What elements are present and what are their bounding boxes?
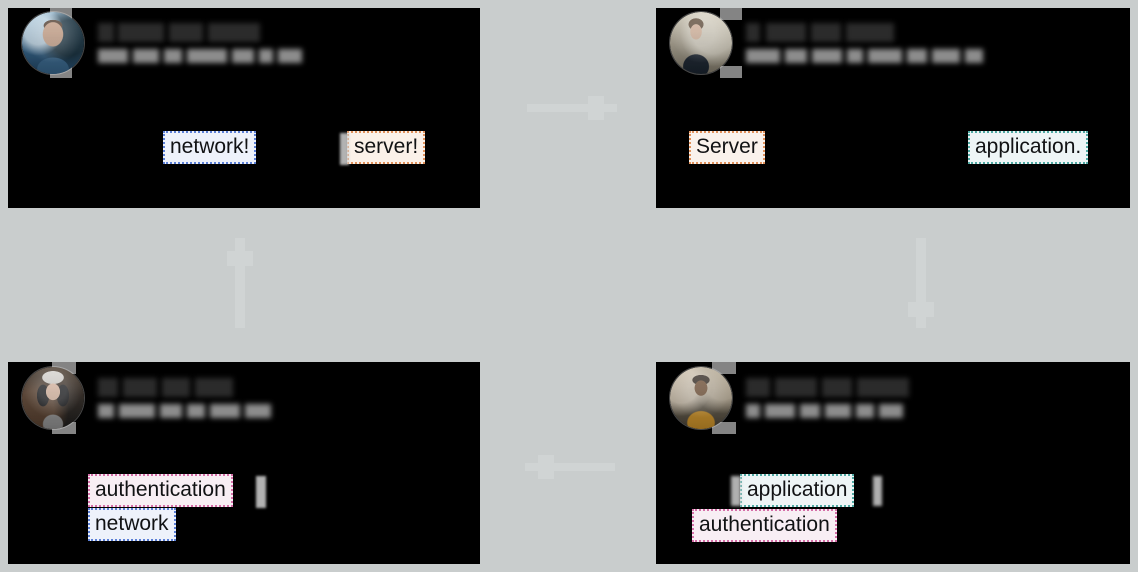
panel-bottom-left-identity <box>98 378 271 418</box>
redaction-block <box>731 476 741 506</box>
panel-bottom-left-body <box>8 440 480 564</box>
panel-bottom-left-header <box>8 362 480 434</box>
panel-top-right-identity <box>746 23 983 63</box>
panel-bottom-right-header <box>656 362 1130 434</box>
avatar-shade <box>22 367 84 429</box>
keyword-chip[interactable]: authentication <box>88 474 233 508</box>
arrow-down-icon <box>908 238 934 328</box>
redaction-block <box>712 422 736 434</box>
avatar <box>670 367 732 429</box>
redaction-block <box>340 133 349 165</box>
keyword-chip[interactable]: authentication <box>692 509 837 543</box>
keyword-chip[interactable]: network <box>88 508 176 542</box>
panel-top-right-header <box>656 8 1130 78</box>
redaction-block <box>873 476 882 506</box>
avatar <box>22 367 84 429</box>
sender-name-redacted <box>98 378 271 397</box>
redaction-block <box>256 476 266 508</box>
keyword-chip[interactable]: Server <box>689 131 765 165</box>
panel-bottom-left[interactable] <box>8 362 480 564</box>
redaction-block <box>720 66 742 78</box>
avatar-face <box>670 12 732 74</box>
panel-bottom-right-identity <box>746 378 909 418</box>
keyword-chip[interactable]: server! <box>347 131 426 165</box>
keyword-chip[interactable]: application. <box>968 131 1089 165</box>
sender-name-redacted <box>746 23 983 42</box>
keyword-chip[interactable]: network! <box>163 131 257 165</box>
avatar <box>670 12 732 74</box>
panel-top-right[interactable] <box>656 8 1130 208</box>
avatar-face <box>22 367 84 429</box>
redaction-block <box>720 8 742 20</box>
sender-subtitle-redacted <box>746 49 983 63</box>
avatar-face <box>22 12 84 74</box>
sender-subtitle-redacted <box>98 404 271 418</box>
arrow-left-icon <box>521 454 615 480</box>
redaction-block <box>712 362 736 374</box>
panel-top-left[interactable] <box>8 8 480 208</box>
panel-top-left-identity <box>98 23 302 63</box>
sender-name-redacted <box>98 23 302 42</box>
sender-subtitle-redacted <box>746 404 909 418</box>
sender-subtitle-redacted <box>98 49 302 63</box>
avatar-shade <box>670 12 732 74</box>
sender-name-redacted <box>746 378 909 397</box>
arrow-up-icon <box>227 238 253 328</box>
avatar-shade <box>670 367 732 429</box>
avatar-shade <box>22 12 84 74</box>
arrow-right-icon <box>527 96 617 122</box>
keyword-chip[interactable]: application <box>740 474 855 508</box>
panel-bottom-right-body <box>656 440 1130 564</box>
avatar <box>22 12 84 74</box>
panel-top-left-header <box>8 8 480 78</box>
avatar-face <box>670 367 732 429</box>
